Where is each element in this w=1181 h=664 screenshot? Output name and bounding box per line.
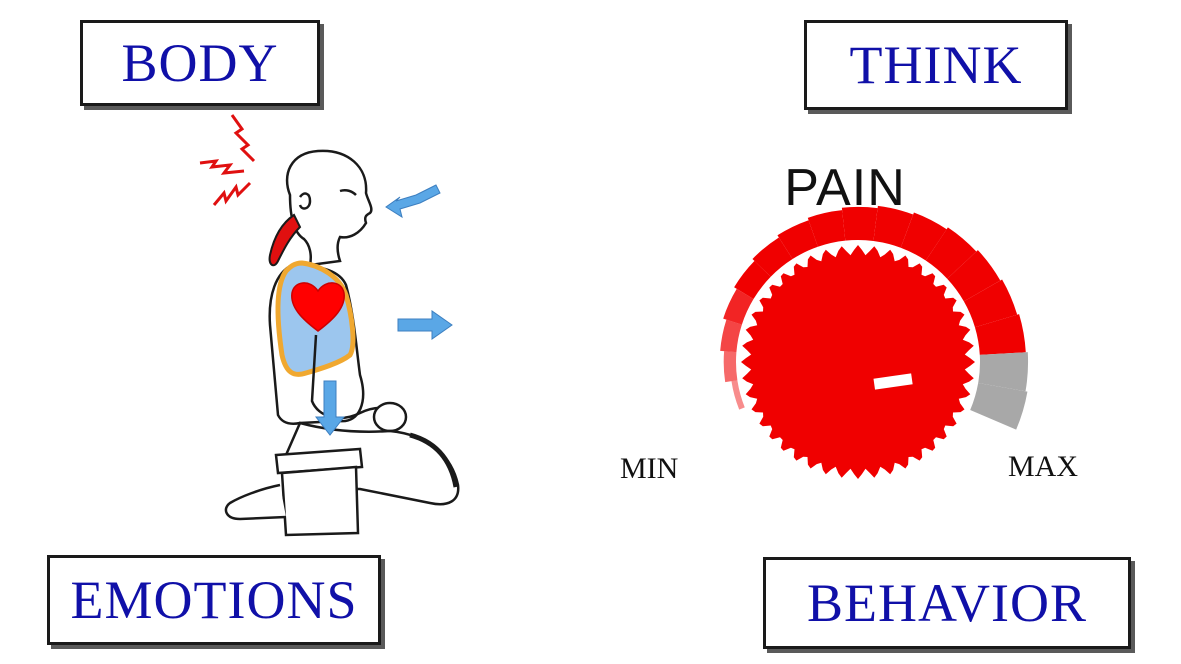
pain-dial	[720, 205, 1029, 479]
dial-segment	[841, 206, 878, 241]
think-label: THINK	[849, 35, 1023, 95]
dial-max-label: MAX	[1008, 450, 1079, 483]
body-label-box: BODY	[80, 20, 320, 106]
dial-min-label: MIN	[620, 452, 679, 485]
dial-segment	[807, 210, 846, 247]
dial-segment	[777, 220, 818, 260]
behavior-label-box: BEHAVIOR	[763, 557, 1131, 649]
dial-knob[interactable]	[741, 245, 975, 479]
dial-segment	[925, 227, 977, 279]
kneeling-person-illustration	[199, 114, 460, 537]
hands-icon	[372, 401, 408, 433]
down-arrow-icon	[314, 380, 346, 436]
dial-segment	[900, 212, 947, 261]
dial-segment	[723, 288, 754, 325]
dial-segment	[947, 250, 1001, 302]
dial-segment	[873, 205, 914, 248]
emotions-label-box: EMOTIONS	[47, 555, 381, 645]
heart-icon	[291, 282, 345, 332]
foot-icon	[224, 483, 287, 521]
dial-pointer-icon	[873, 373, 913, 390]
dial-segment	[978, 352, 1029, 392]
behavior-label: BEHAVIOR	[806, 573, 1088, 633]
inhale-arrow-icon	[385, 184, 441, 219]
head-icon	[285, 149, 373, 267]
dial-segment	[752, 237, 793, 277]
dial-segment	[734, 260, 771, 300]
ponytail-icon	[268, 213, 302, 267]
emotions-label: EMOTIONS	[70, 570, 358, 630]
dial-segment	[731, 380, 745, 410]
dial-segment	[963, 279, 1018, 328]
dial-segment	[723, 351, 738, 383]
think-label-box: THINK	[804, 20, 1068, 110]
pain-zigzag-icon	[199, 114, 256, 206]
dial-segment	[970, 383, 1028, 430]
body-label: BODY	[121, 33, 279, 93]
dial-segments	[720, 205, 1029, 430]
stool-icon	[274, 447, 364, 537]
breath-arrows	[314, 184, 453, 436]
dial-segment	[974, 314, 1026, 355]
exhale-arrow-icon	[397, 310, 453, 340]
dial-title: PAIN	[784, 159, 906, 217]
dial-segment	[720, 319, 742, 353]
